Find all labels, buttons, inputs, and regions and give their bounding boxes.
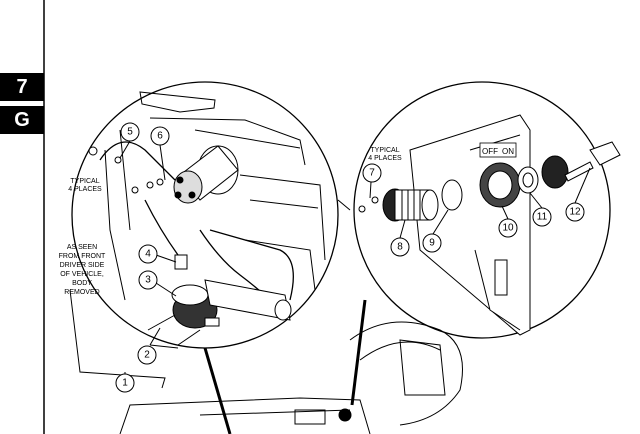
pointer-line-right (350, 299, 367, 406)
view-note-1: AS SEEN (67, 244, 97, 251)
svg-text:7: 7 (369, 168, 375, 179)
connector-stub (337, 199, 351, 211)
switch-face-plate: OFF ON (479, 142, 517, 158)
bezel (541, 155, 569, 189)
screw (371, 196, 379, 204)
view-note-4: OF VEHICLE, (60, 271, 104, 278)
callout-2: 2 (137, 327, 179, 365)
panel-hole-ring (479, 162, 521, 208)
svg-text:9: 9 (429, 238, 435, 249)
pointer-line-left (203, 347, 232, 434)
connector (174, 254, 188, 270)
svg-text:12: 12 (569, 207, 581, 218)
svg-text:3: 3 (145, 275, 151, 286)
svg-text:11: 11 (537, 212, 548, 223)
section-tab: G (0, 106, 44, 134)
terminal-bar (204, 279, 292, 321)
view-note-5: BODY (72, 280, 92, 287)
on-label: ON (502, 147, 514, 156)
switch-housing (382, 188, 439, 222)
callout-3: 3 (138, 270, 177, 297)
retaining-nut (517, 166, 539, 194)
svg-text:2: 2 (144, 350, 150, 361)
key (564, 141, 621, 182)
callout-5: 5 (119, 122, 140, 159)
screw (358, 205, 366, 213)
svg-text:5: 5 (127, 127, 133, 138)
svg-text:4: 4 (145, 249, 151, 260)
callout-9: 9 (422, 209, 449, 253)
callout-12: 12 (565, 167, 591, 222)
svg-text:10: 10 (502, 223, 514, 234)
svg-text:8: 8 (397, 242, 403, 253)
key-switch-body (173, 145, 239, 204)
typical-note-right-2: 4 PLACES (368, 155, 402, 162)
typical-note-right-1: TYPICAL (370, 147, 399, 154)
callout-4: 4 (138, 244, 177, 264)
svg-text:1: 1 (122, 378, 128, 389)
cart-dash-overview (119, 321, 463, 434)
buzzer-assembly (147, 284, 220, 346)
view-note-6: REMOVED (64, 289, 99, 296)
fastener-set (88, 146, 164, 194)
left-detail-view (71, 81, 339, 349)
view-note-2: FROM FRONT (59, 253, 106, 260)
svg-text:6: 6 (157, 131, 163, 142)
typical-note-left-2: 4 PLACES (68, 186, 102, 193)
callout-11: 11 (529, 192, 552, 227)
chapter-tab: 7 (0, 73, 44, 101)
right-detail-view: OFF ON (353, 81, 621, 339)
callout-8: 8 (390, 219, 410, 257)
callout-10: 10 (498, 205, 518, 238)
typical-note-left-1: TYPICAL (70, 178, 99, 185)
view-note-3: DRIVER SIDE (60, 262, 105, 269)
callout-7: 7 (362, 163, 382, 199)
frame-panel (104, 91, 326, 301)
callout-1: 1 (115, 372, 135, 393)
off-label: OFF (482, 147, 498, 156)
washer (441, 179, 463, 211)
callout-6: 6 (150, 126, 170, 181)
